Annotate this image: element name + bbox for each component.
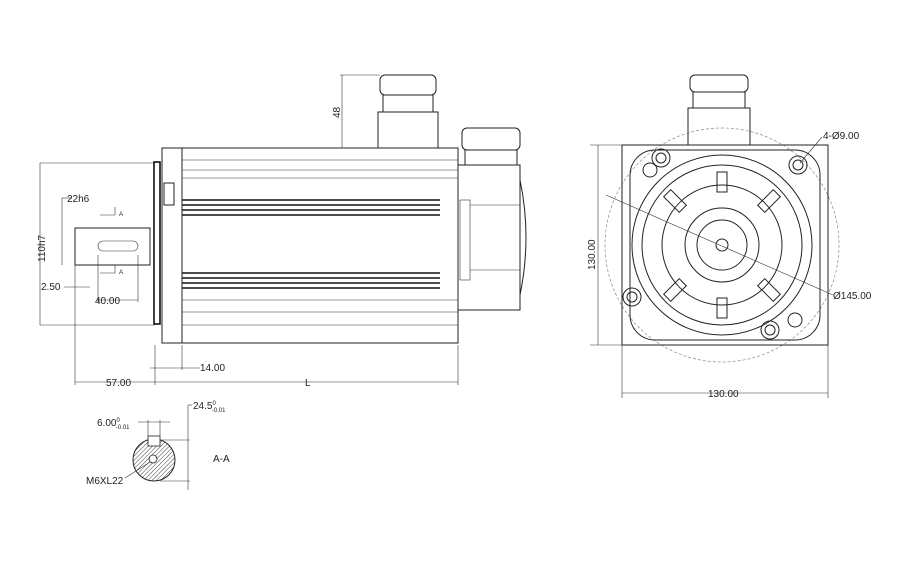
key-width-label: 6.000-0.01 bbox=[97, 418, 130, 431]
flange bbox=[161, 147, 183, 344]
thread-label: M6XL22 bbox=[86, 476, 124, 487]
keyway bbox=[97, 240, 139, 252]
key-length-label: 40.00 bbox=[95, 296, 120, 307]
power-connector bbox=[377, 74, 439, 149]
section-mark-top: A bbox=[119, 212, 123, 218]
cooling-ribs-top bbox=[182, 199, 440, 216]
section-mark-bottom: A bbox=[119, 270, 123, 276]
encoder-housing bbox=[457, 127, 527, 311]
key-depth-label: 24.50-0.01 bbox=[193, 401, 226, 414]
body-length-label: L bbox=[305, 378, 311, 389]
flange-plate bbox=[153, 161, 161, 325]
ribs bbox=[662, 171, 782, 319]
side-view: 22h6 110h7 2.50 40.00 14.00 57.00 L 48 A… bbox=[37, 74, 527, 389]
height-label: 130.00 bbox=[587, 239, 598, 270]
width-label: 130.00 bbox=[708, 389, 739, 400]
pcd-circle bbox=[604, 127, 840, 363]
front-dimensions bbox=[590, 136, 834, 398]
key-offset-label: 2.50 bbox=[41, 282, 61, 293]
pilot-diameter-label: 110h7 bbox=[37, 234, 48, 262]
pcd-label: Ø145.00 bbox=[833, 291, 872, 302]
front-connector bbox=[687, 74, 751, 146]
side-dimensions bbox=[39, 74, 459, 385]
shaft-diameter-label: 22h6 bbox=[67, 194, 90, 205]
section-label: A-A bbox=[213, 454, 230, 465]
shaft bbox=[74, 227, 151, 266]
holes-label: 4-Ø9.00 bbox=[823, 131, 860, 142]
mounting-holes bbox=[622, 148, 808, 340]
cooling-ribs-bottom bbox=[182, 272, 440, 289]
section-a-a: 6.000-0.01 24.50-0.01 A-A M6XL22 bbox=[86, 401, 230, 490]
front-view: 4-Ø9.00 Ø145.00 130.00 130.00 bbox=[587, 74, 872, 400]
connector-height-label: 48 bbox=[332, 106, 343, 118]
flange-square bbox=[621, 144, 829, 346]
flange-thickness-label: 14.00 bbox=[200, 363, 225, 374]
shaft-length-label: 57.00 bbox=[106, 378, 131, 389]
motor-body bbox=[181, 147, 459, 344]
